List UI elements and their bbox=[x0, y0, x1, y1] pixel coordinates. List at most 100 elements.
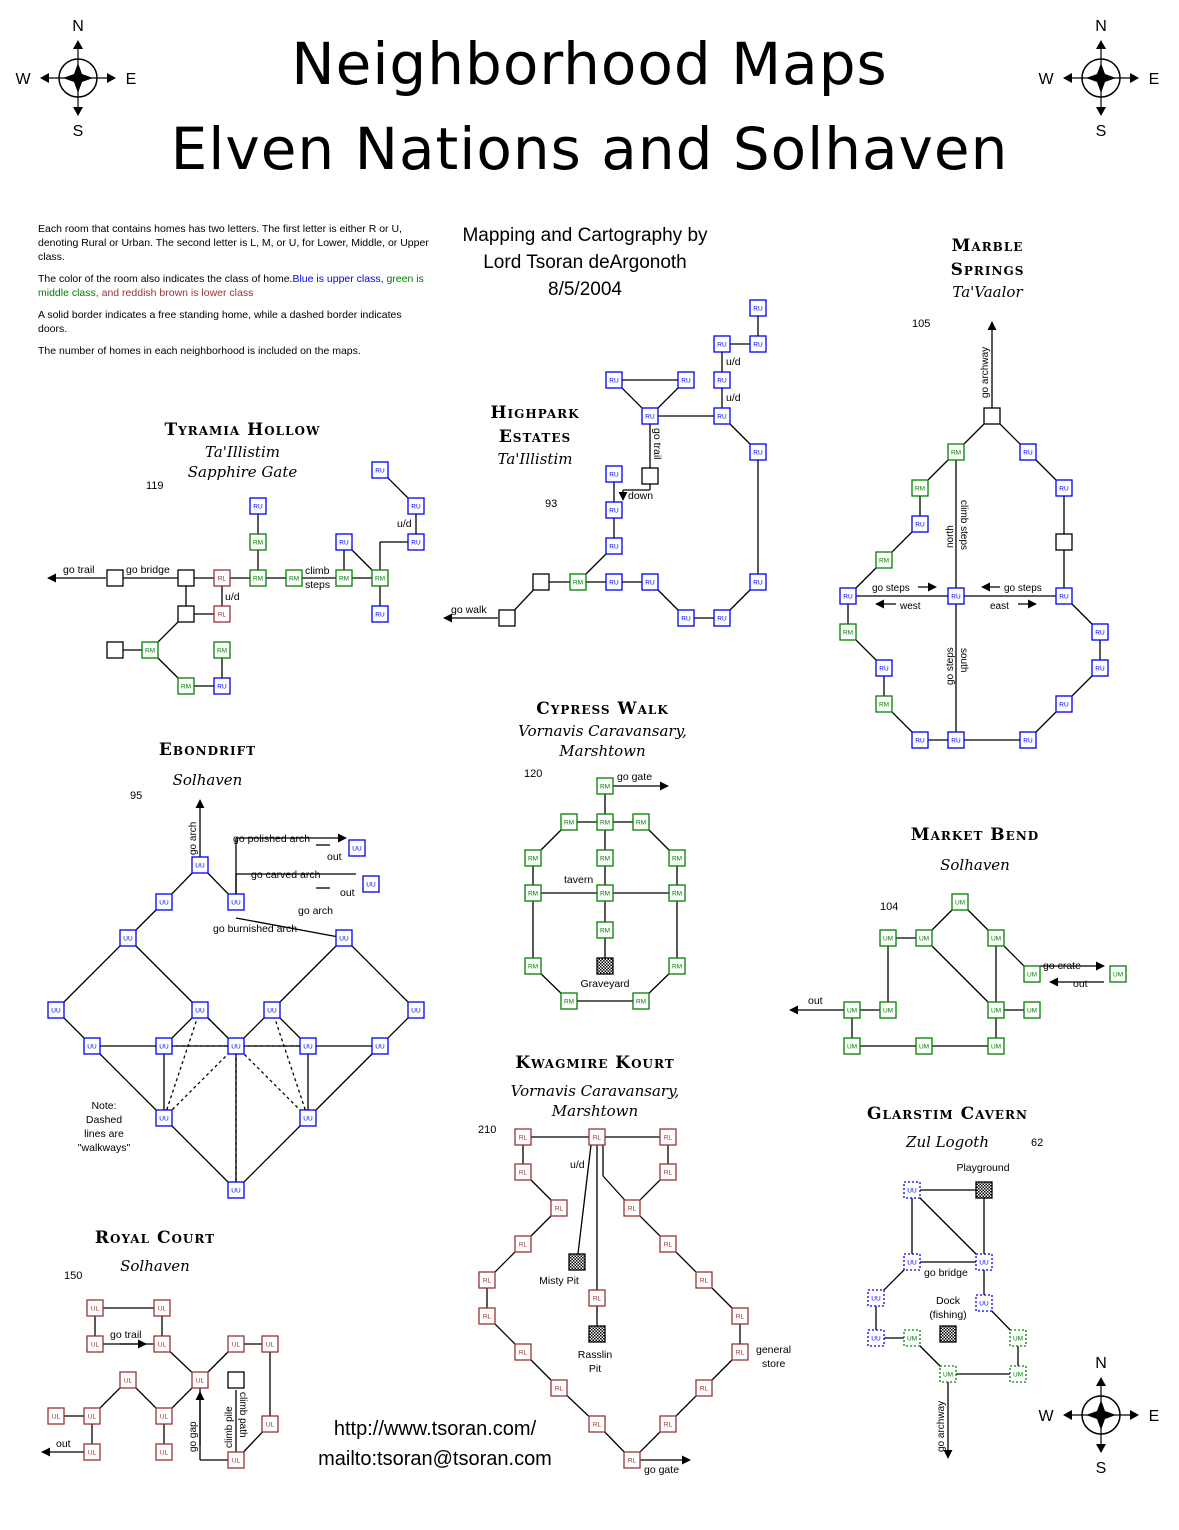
room-code: RM bbox=[672, 891, 682, 898]
map-label: east bbox=[990, 601, 1009, 612]
room-code: UL bbox=[91, 1342, 100, 1349]
compass-star-icon bbox=[1086, 1400, 1116, 1430]
map-label: go archway bbox=[980, 347, 991, 398]
room-code: RU bbox=[253, 504, 263, 511]
map-label: climb bbox=[305, 565, 330, 577]
room-RL bbox=[213, 605, 231, 623]
map-label: climb pile bbox=[224, 1406, 235, 1448]
hood-tyramia-count: 119 bbox=[146, 480, 164, 492]
path-line bbox=[911, 1189, 985, 1263]
room-code: RL bbox=[555, 1206, 564, 1213]
room-code: RL bbox=[483, 1314, 492, 1321]
path-line bbox=[163, 1045, 237, 1119]
email-link[interactable]: mailto:tsoran@tsoran.com bbox=[318, 1448, 552, 1470]
map-label: Dashed bbox=[86, 1114, 122, 1126]
room-RM bbox=[596, 777, 614, 795]
room-UM bbox=[1009, 1329, 1027, 1347]
room-code: UU bbox=[231, 900, 241, 907]
room-code: UU bbox=[303, 1116, 313, 1123]
room-code: RL bbox=[218, 576, 227, 583]
room-code: RU bbox=[717, 414, 727, 421]
room-plain bbox=[106, 569, 124, 587]
hood-highpark-name2: Estates bbox=[498, 427, 572, 447]
room-code: RU bbox=[915, 738, 925, 745]
room-code: UL bbox=[160, 1414, 169, 1421]
website-link[interactable]: http://www.tsoran.com/ bbox=[333, 1418, 537, 1440]
room-code: RL bbox=[664, 1135, 673, 1142]
hood-cypress-sub2: Marshtown bbox=[559, 742, 646, 760]
room-code: RU bbox=[645, 580, 655, 587]
room-UL bbox=[153, 1335, 171, 1353]
room-code: RL bbox=[736, 1314, 745, 1321]
room-plain bbox=[975, 1181, 993, 1199]
room-RU bbox=[641, 573, 659, 591]
map-label: go trail bbox=[651, 428, 663, 460]
room-RL bbox=[514, 1163, 532, 1181]
room-code: RM bbox=[600, 784, 610, 791]
room-UL bbox=[83, 1407, 101, 1425]
room-RU bbox=[911, 731, 929, 749]
hood-royal-name: Royal Court bbox=[94, 1228, 216, 1248]
room-code: RU bbox=[1023, 738, 1033, 745]
room-RU bbox=[1055, 587, 1073, 605]
room-RM bbox=[213, 641, 231, 659]
room-RU bbox=[335, 533, 353, 551]
room-UU bbox=[299, 1037, 317, 1055]
room-UM bbox=[843, 1001, 861, 1019]
map-label: go crate bbox=[1043, 960, 1081, 972]
map-label: u/d bbox=[726, 356, 741, 368]
path-line bbox=[127, 937, 201, 1011]
room-code: UU bbox=[159, 1044, 169, 1051]
room-code: UM bbox=[1027, 972, 1037, 979]
legend-green: green is middle class bbox=[38, 273, 424, 299]
room-code: RM bbox=[879, 558, 889, 565]
map-label: Playground bbox=[956, 1162, 1009, 1174]
room-RL bbox=[659, 1128, 677, 1146]
room-RM bbox=[668, 884, 686, 902]
room-UL bbox=[261, 1415, 279, 1433]
map-label: go carved arch bbox=[251, 869, 321, 881]
room-code: RM bbox=[289, 576, 299, 583]
compass-star-icon bbox=[1086, 63, 1116, 93]
room-RM bbox=[569, 573, 587, 591]
map-label: north bbox=[945, 525, 956, 548]
room-code: UM bbox=[1027, 1008, 1037, 1015]
room-code: RU bbox=[951, 594, 961, 601]
room-UM bbox=[939, 1365, 957, 1383]
room-RM bbox=[371, 569, 389, 587]
hood-highpark-count: 93 bbox=[545, 498, 558, 510]
room-RL bbox=[550, 1379, 568, 1397]
hood-tyramia-name: Tyramia Hollow bbox=[164, 420, 321, 440]
room-UL bbox=[86, 1299, 104, 1317]
room-RM bbox=[249, 533, 267, 551]
room-code: RL bbox=[519, 1242, 528, 1249]
path-line bbox=[55, 937, 129, 1011]
credit-line1: Mapping and Cartography by bbox=[462, 225, 708, 246]
room-code: RM bbox=[528, 891, 538, 898]
room-UU bbox=[903, 1181, 921, 1199]
map-label: store bbox=[762, 1358, 786, 1370]
compass-letter: E bbox=[1149, 1408, 1160, 1425]
room-plain bbox=[532, 573, 550, 591]
room-RU bbox=[605, 465, 623, 483]
room-plain bbox=[227, 1371, 245, 1389]
room-code: UM bbox=[991, 1008, 1001, 1015]
hood-glarstim-name: Glarstim Cavern bbox=[866, 1104, 1028, 1124]
room-code: RU bbox=[609, 508, 619, 515]
compass-letter: W bbox=[1038, 71, 1054, 88]
map-label: u/d bbox=[397, 518, 412, 530]
contact-links: http://www.tsoran.com/ mailto:tsoran@tso… bbox=[290, 1414, 580, 1474]
room-RL bbox=[659, 1235, 677, 1253]
room-UU bbox=[155, 893, 173, 911]
room-RU bbox=[713, 407, 731, 425]
room-code: RU bbox=[753, 342, 763, 349]
room-code: RL bbox=[483, 1278, 492, 1285]
room-plain bbox=[177, 605, 195, 623]
room-code: UL bbox=[124, 1378, 133, 1385]
legend-blue: Blue is upper class bbox=[292, 273, 381, 285]
room-plain bbox=[588, 1325, 606, 1343]
room-RU bbox=[749, 335, 767, 353]
room-UU bbox=[867, 1329, 885, 1347]
room-plain bbox=[1055, 533, 1073, 551]
